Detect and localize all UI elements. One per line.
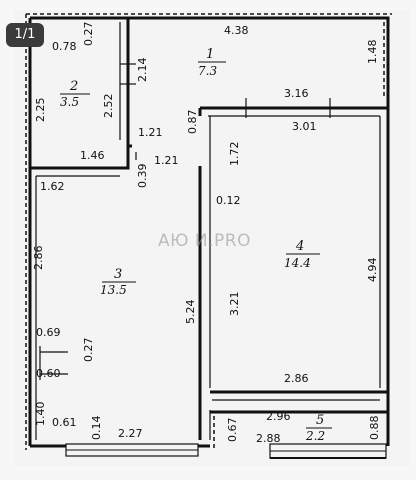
dim-3-16: 3.16 (284, 87, 309, 100)
dim-1-21-mid: 1.21 (154, 154, 179, 167)
dim-0-87: 0.87 (186, 110, 199, 135)
dim-0-78: 0.78 (52, 40, 77, 53)
dim-1-21-top: 1.21 (138, 126, 163, 139)
dim-2-27: 2.27 (118, 427, 143, 440)
dim-5-24: 5.24 (184, 300, 197, 325)
dim-2-86-left: 2.86 (32, 246, 45, 271)
svg-text:1: 1 (206, 47, 214, 62)
dim-0-27-b: 0.27 (82, 338, 95, 363)
dim-0-12: 0.12 (216, 194, 241, 207)
dim-1-46: 1.46 (80, 149, 105, 162)
window-bottom-left (65, 443, 199, 457)
dim-2-25: 2.25 (34, 98, 47, 123)
dim-4-94: 4.94 (366, 258, 379, 283)
dim-0-69: 0.69 (36, 326, 61, 339)
plan-paper (14, 10, 410, 466)
dim-2-14: 2.14 (136, 58, 149, 83)
dim-2-88: 2.88 (256, 432, 281, 445)
dim-0-88: 0.88 (368, 416, 381, 441)
dim-0-14: 0.14 (90, 416, 103, 441)
page-indicator-badge: 1/1 (6, 23, 44, 47)
dim-0-67: 0.67 (226, 418, 239, 443)
watermark-text: АЮ И.PRO (158, 231, 251, 251)
dim-0-61: 0.61 (52, 416, 77, 429)
door-gaps (132, 116, 204, 166)
dim-0-27: 0.27 (82, 22, 95, 47)
room-1-label: 1 7.3 (198, 47, 226, 78)
dim-0-60: 0.60 (36, 367, 61, 380)
dim-3-01: 3.01 (292, 120, 317, 133)
room-3-label: 3 13.5 (100, 267, 136, 297)
svg-text:13.5: 13.5 (100, 283, 127, 297)
dashed-contour (25, 13, 392, 450)
dim-1-48: 1.48 (366, 40, 379, 65)
svg-text:4: 4 (295, 239, 304, 254)
window-bottom-right (269, 443, 387, 459)
svg-text:14.4: 14.4 (284, 256, 311, 270)
svg-text:2.2: 2.2 (305, 429, 325, 443)
dim-1-40: 1.40 (34, 402, 47, 427)
dim-2-52: 2.52 (102, 94, 115, 119)
dim-3-21: 3.21 (228, 292, 241, 317)
room-2-label: 2 3.5 (60, 79, 90, 109)
svg-text:7.3: 7.3 (198, 64, 217, 78)
dim-1-72: 1.72 (228, 142, 241, 167)
dim-2-86-bottom: 2.86 (284, 372, 309, 385)
dim-1-62: 1.62 (40, 180, 65, 193)
svg-text:3.5: 3.5 (60, 95, 79, 109)
room-4-label: 4 14.4 (284, 239, 320, 270)
dim-4-38: 4.38 (224, 24, 249, 37)
wall-ticks (39, 63, 331, 440)
dim-0-39: 0.39 (136, 164, 149, 189)
svg-text:5: 5 (316, 413, 324, 428)
wall-detail-lines (35, 22, 381, 440)
svg-text:2: 2 (69, 79, 78, 94)
svg-text:3: 3 (114, 267, 122, 282)
dim-2-96: 2.96 (266, 410, 291, 423)
room-5-label: 5 2.2 (305, 413, 332, 443)
